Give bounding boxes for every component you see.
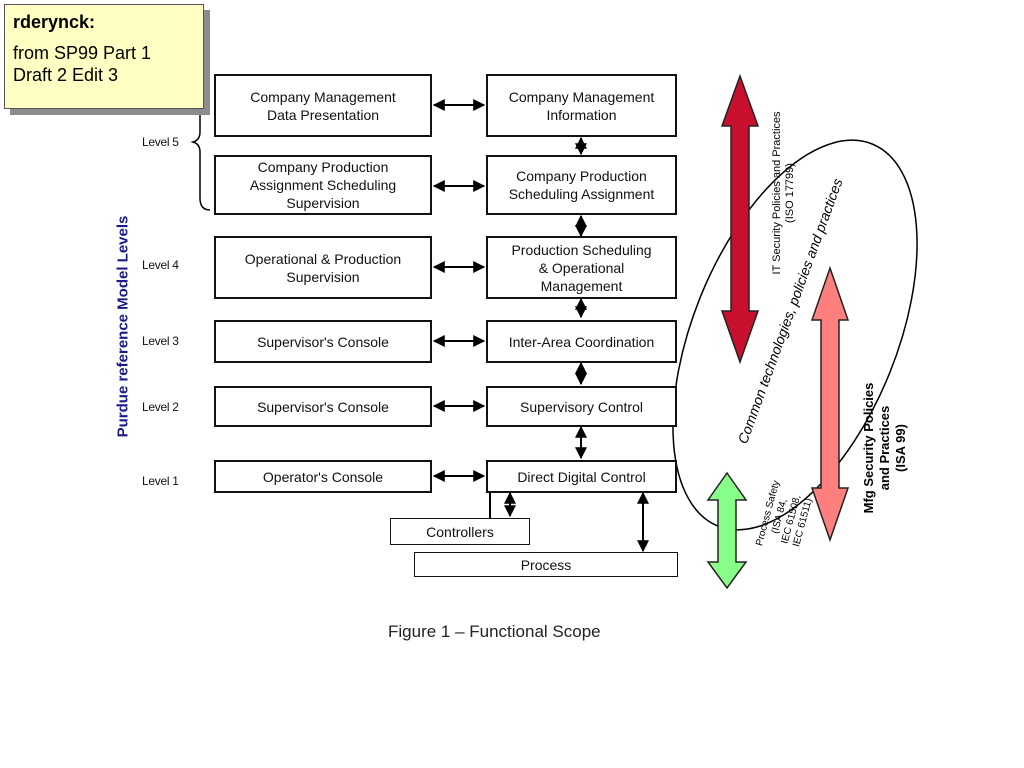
it-security-line2: (ISO 17799) <box>784 163 796 223</box>
vertical-arrows <box>504 136 649 553</box>
production-scheduling-operational-box: Production Scheduling & Operational Mana… <box>486 236 677 299</box>
figure-caption: Figure 1 – Functional Scope <box>388 622 601 641</box>
mfg-security-line1: Mfg Security Policies <box>861 382 876 514</box>
operators-console-box: Operator's Console <box>214 460 432 493</box>
it-security-label: IT Security Policies and Practices (ISO … <box>771 93 797 293</box>
sticky-note: rderynck: from SP99 Part 1 Draft 2 Edit … <box>4 4 204 109</box>
process-safety-arrow <box>706 471 748 590</box>
company-mgmt-data-presentation-box: Company Management Data Presentation <box>214 74 432 137</box>
mfg-security-line2: and Practices <box>877 405 892 491</box>
company-production-assignment-box: Company Production Assignment Scheduling… <box>214 155 432 215</box>
it-security-line1: IT Security Policies and Practices <box>771 111 783 275</box>
purdue-axis-label: Purdue reference Model Levels <box>114 215 132 438</box>
level-5-label: Level 5 <box>142 135 179 149</box>
level-3-label: Level 3 <box>142 334 179 348</box>
note-author: rderynck: <box>13 12 96 32</box>
level-4-label: Level 4 <box>142 258 179 272</box>
note-text: from SP99 Part 1 Draft 2 Edit 3 <box>13 43 152 85</box>
supervisory-control-box: Supervisory Control <box>486 386 677 427</box>
operational-production-supervision-box: Operational & Production Supervision <box>214 236 432 299</box>
level-2-label: Level 2 <box>142 400 179 414</box>
horizontal-arrows <box>432 99 486 482</box>
mfg-security-arrow <box>810 265 850 543</box>
controllers-box: Controllers <box>390 518 530 545</box>
direct-digital-control-box: Direct Digital Control <box>486 460 677 493</box>
mfg-security-label: Mfg Security Policies and Practices (ISA… <box>861 358 909 538</box>
company-production-scheduling-box: Company Production Scheduling Assignment <box>486 155 677 215</box>
supervisors-console-l2-box: Supervisor's Console <box>214 386 432 427</box>
it-security-arrow <box>720 73 760 365</box>
inter-area-coordination-box: Inter-Area Coordination <box>486 320 677 363</box>
process-box: Process <box>414 552 678 577</box>
company-mgmt-information-box: Company Management Information <box>486 74 677 137</box>
mfg-security-line3: (ISA 99) <box>893 424 908 472</box>
level-1-label: Level 1 <box>142 474 179 488</box>
supervisors-console-l3-box: Supervisor's Console <box>214 320 432 363</box>
